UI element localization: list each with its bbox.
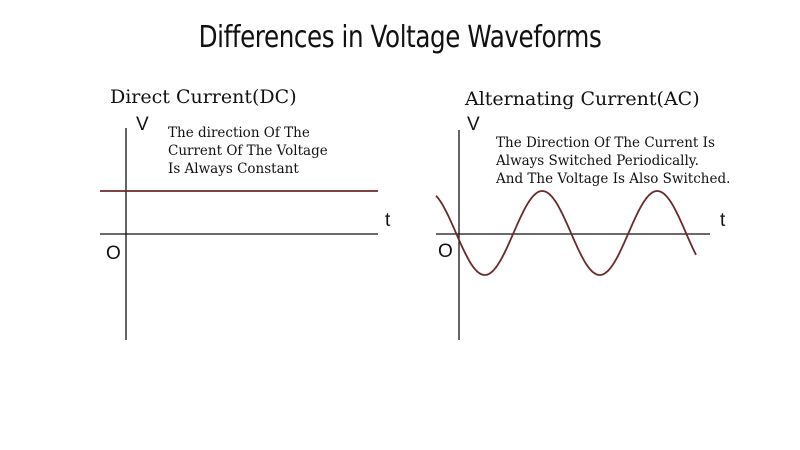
ac-y-axis-label: V (467, 114, 480, 135)
ac-sine-wave (435, 190, 697, 276)
dc-y-axis-label: V (136, 114, 149, 135)
ac-origin-label: O (438, 241, 453, 262)
dc-origin-label: O (106, 243, 121, 264)
dc-x-axis-label: t (385, 210, 391, 231)
ac-x-axis-label: t (720, 210, 726, 231)
dc-panel-title: Direct Current(DC) (110, 86, 297, 108)
ac-panel-title: Alternating Current(AC) (465, 88, 700, 110)
ac-note: The Direction Of The Current Is Always S… (496, 135, 731, 187)
page-title: Differences in Voltage Waveforms (198, 20, 602, 55)
dc-note: The direction Of The Current Of The Volt… (168, 125, 328, 177)
